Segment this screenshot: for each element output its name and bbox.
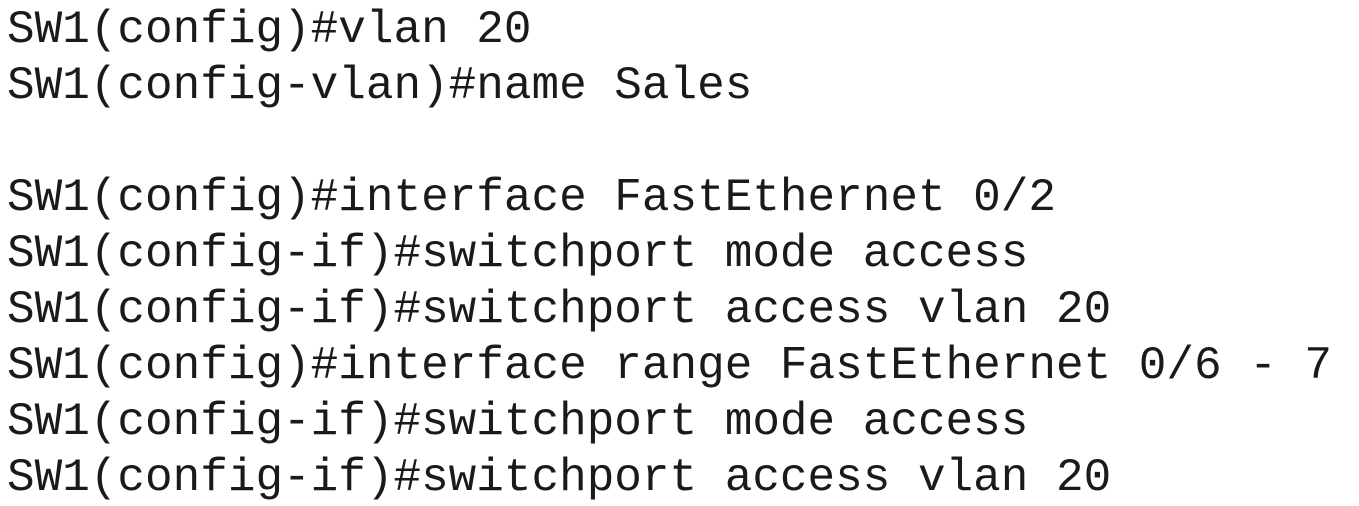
terminal-line-switchport-access: SW1(config-if)#switchport access vlan 20: [7, 284, 1112, 336]
terminal-line-switchport-mode: SW1(config-if)#switchport mode access: [7, 228, 1029, 280]
terminal-line-interface: SW1(config)#interface FastEthernet 0/2: [7, 172, 1056, 224]
terminal-line-vlan-name: SW1(config-vlan)#name Sales: [7, 60, 753, 112]
terminal-line-vlan: SW1(config)#vlan 20: [7, 4, 532, 56]
terminal-line-interface-range: SW1(config)#interface range FastEthernet…: [7, 340, 1333, 392]
terminal-line-switchport-access-range: SW1(config-if)#switchport access vlan 20: [7, 452, 1112, 504]
terminal-line-switchport-mode-range: SW1(config-if)#switchport mode access: [7, 396, 1029, 448]
terminal-blank-line: [7, 114, 1359, 170]
